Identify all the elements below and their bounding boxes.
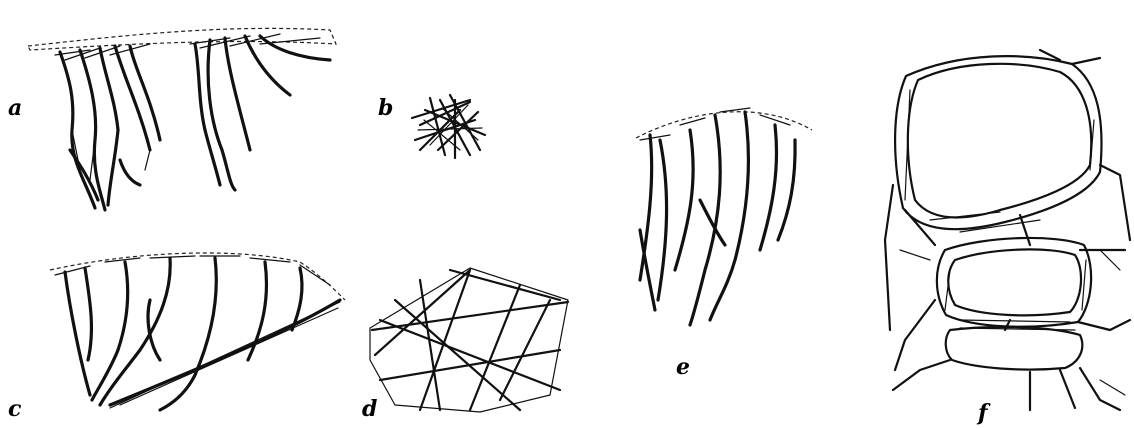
panel-b: b xyxy=(378,95,485,158)
panel-f-label: f xyxy=(976,400,991,426)
panel-b-label: b xyxy=(378,95,393,121)
panel-d: d xyxy=(362,268,568,422)
panel-c: c xyxy=(8,253,345,422)
panel-a-label: a xyxy=(8,95,22,121)
panel-a: a xyxy=(8,28,336,210)
panel-e: e xyxy=(636,108,812,380)
panel-d-label: d xyxy=(362,396,377,422)
panel-f: f xyxy=(885,50,1130,426)
panel-c-label: c xyxy=(8,396,22,422)
panel-e-label: e xyxy=(676,354,690,380)
